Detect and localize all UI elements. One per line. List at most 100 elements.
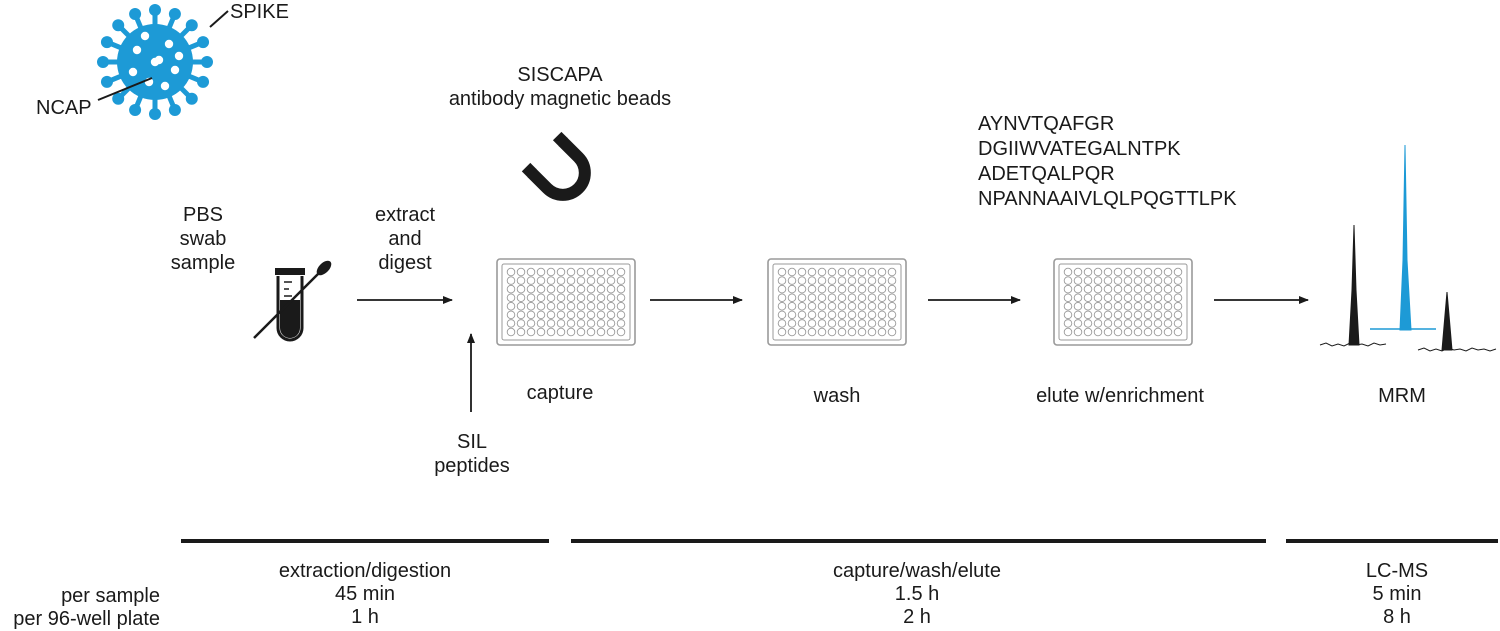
plate-well bbox=[797, 310, 807, 320]
plate-well bbox=[506, 327, 516, 337]
sample-label-line3: sample bbox=[170, 252, 236, 274]
plate-well bbox=[1163, 319, 1173, 328]
plate-well bbox=[827, 310, 837, 320]
plate-well bbox=[847, 276, 857, 285]
spike-tip bbox=[112, 92, 125, 105]
plate-well bbox=[1173, 310, 1183, 320]
plate-well bbox=[1083, 293, 1093, 302]
plate-well bbox=[807, 302, 817, 311]
spike-tip bbox=[149, 4, 161, 16]
plate-well bbox=[506, 267, 516, 277]
plate-well bbox=[887, 293, 897, 302]
plate-well bbox=[546, 302, 556, 311]
virus-dot bbox=[132, 45, 142, 55]
peptide-item: DGIIWVATEGALNTPK bbox=[978, 138, 1181, 160]
plate-well bbox=[596, 284, 606, 294]
sample-label-line1: PBS bbox=[182, 204, 224, 226]
plate-well bbox=[797, 319, 807, 328]
spike-tip bbox=[197, 75, 210, 88]
plate-well bbox=[586, 276, 596, 285]
plate-well bbox=[1133, 293, 1143, 302]
plate-well bbox=[817, 276, 827, 285]
plate-well bbox=[1093, 276, 1103, 285]
plate-well bbox=[827, 327, 837, 337]
plate-well bbox=[877, 276, 887, 285]
plate-well bbox=[807, 284, 817, 294]
plate-well bbox=[516, 267, 526, 277]
plate-well bbox=[1153, 302, 1163, 311]
plate-well bbox=[1083, 276, 1093, 285]
spike-tip bbox=[201, 56, 213, 68]
plate-well bbox=[797, 302, 807, 311]
plate-well bbox=[807, 310, 817, 320]
plate-well bbox=[1163, 284, 1173, 294]
ncap-label: NCAP bbox=[36, 97, 92, 119]
spike-label: SPIKE bbox=[230, 1, 289, 23]
plate-well bbox=[576, 319, 586, 328]
phase-per-plate: 1 h bbox=[351, 606, 379, 628]
plate-well bbox=[596, 276, 606, 285]
spike-pointer bbox=[209, 10, 229, 28]
spike-tip bbox=[197, 36, 210, 49]
plate-well bbox=[847, 302, 857, 311]
plate-well bbox=[1123, 310, 1133, 320]
plate-well bbox=[857, 267, 867, 277]
plate-well bbox=[797, 284, 807, 294]
plate-well bbox=[847, 327, 857, 337]
plate-well bbox=[787, 319, 797, 328]
plate-well bbox=[1153, 276, 1163, 285]
plate-well bbox=[546, 267, 556, 277]
virus-dot bbox=[164, 39, 174, 49]
plate-well bbox=[606, 293, 616, 302]
plate-well bbox=[596, 327, 606, 337]
plate-well bbox=[556, 310, 566, 320]
plate-well bbox=[616, 302, 626, 311]
phase-name: capture/wash/elute bbox=[833, 560, 1001, 582]
plate-well bbox=[1063, 293, 1073, 302]
plate-well bbox=[1083, 284, 1093, 294]
plate-well bbox=[586, 284, 596, 294]
plate-well bbox=[817, 267, 827, 277]
plate-well bbox=[1083, 302, 1093, 311]
plate-well bbox=[1103, 267, 1113, 277]
peptide-item: NPANNAAIVLQLPQGTTLPK bbox=[978, 188, 1237, 210]
plate-wash-icon bbox=[767, 258, 907, 346]
plate-well bbox=[506, 302, 516, 311]
virus-dot bbox=[154, 55, 164, 65]
plate-well bbox=[777, 302, 787, 311]
sample-label-line2: swab bbox=[179, 228, 227, 250]
plate-well bbox=[1173, 284, 1183, 294]
step-mrm-label: MRM bbox=[1378, 385, 1426, 407]
plate-well bbox=[807, 267, 817, 277]
phase-lcms: LC-MS 5 min 8 h bbox=[1366, 560, 1428, 629]
row-label-per-plate: per 96-well plate bbox=[13, 608, 160, 630]
plate-well bbox=[867, 276, 877, 285]
plate-well bbox=[1063, 284, 1073, 294]
plate-well bbox=[837, 319, 847, 328]
plate-well bbox=[787, 293, 797, 302]
virus-dot bbox=[170, 65, 180, 75]
plate-well bbox=[777, 293, 787, 302]
plate-well bbox=[1073, 276, 1083, 285]
peak-left bbox=[1348, 224, 1360, 346]
peptide-item: AYNVTQAFGR bbox=[978, 113, 1115, 135]
peak-right bbox=[1441, 291, 1453, 351]
baseline-right bbox=[1417, 347, 1497, 352]
plate-well bbox=[616, 276, 626, 285]
plate-well bbox=[787, 276, 797, 285]
plate-well bbox=[827, 276, 837, 285]
plate-well bbox=[847, 267, 857, 277]
plate-well bbox=[576, 284, 586, 294]
plate-well bbox=[807, 319, 817, 328]
sample-tube-icon bbox=[275, 268, 305, 342]
step-capture-label: capture bbox=[526, 382, 594, 404]
plate-well bbox=[837, 293, 847, 302]
plate-well bbox=[1113, 327, 1123, 337]
plate-well bbox=[1143, 319, 1153, 328]
plate-well bbox=[1143, 327, 1153, 337]
plate-well bbox=[526, 310, 536, 320]
plate-well bbox=[1133, 319, 1143, 328]
plate-well bbox=[1133, 267, 1143, 277]
virus-dot bbox=[174, 51, 184, 61]
plate-well bbox=[847, 293, 857, 302]
